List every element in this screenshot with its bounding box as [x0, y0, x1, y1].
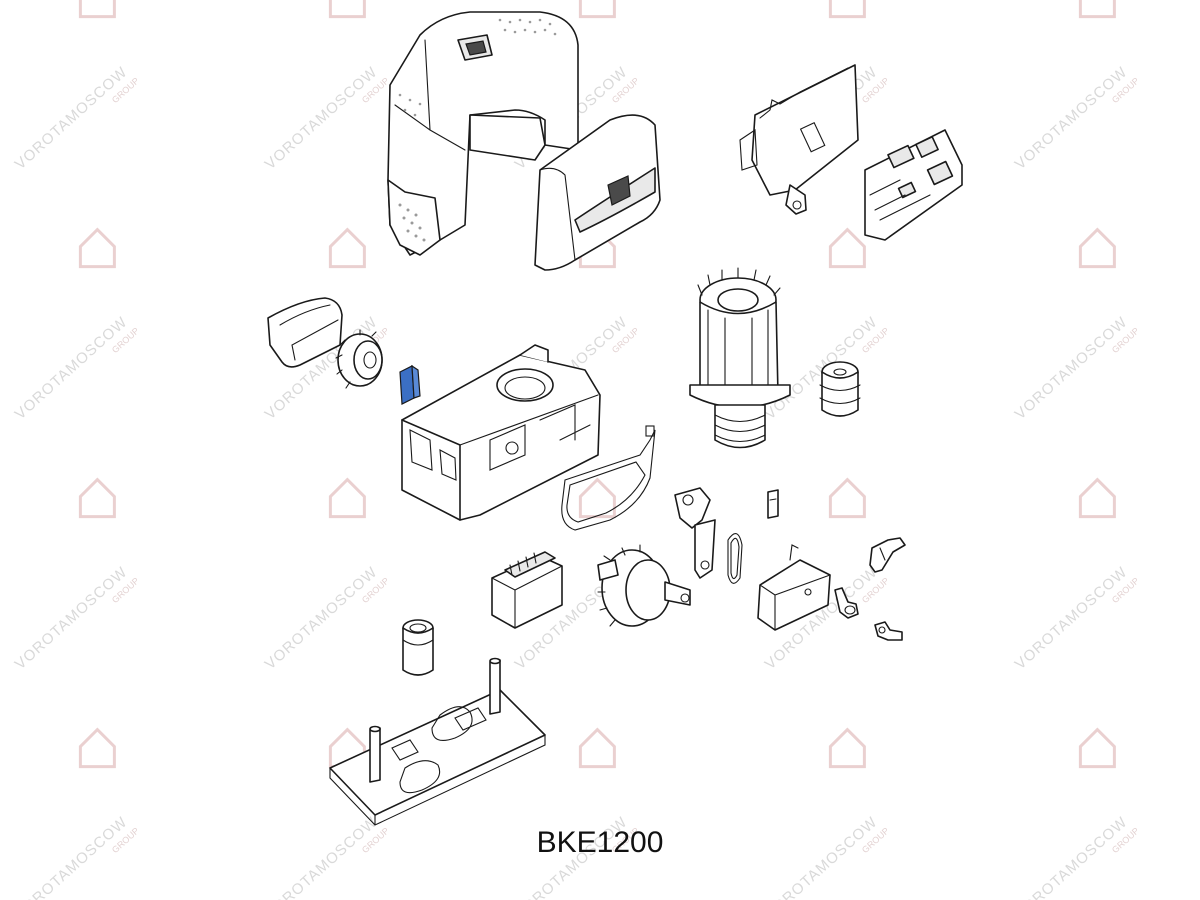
watermark-text: VOROTAMOSCOW — [12, 563, 131, 673]
watermark-logo-icon — [328, 0, 366, 19]
release-cover — [757, 544, 831, 631]
housing-gasket — [561, 425, 656, 531]
mounting-bracket-plate — [739, 64, 859, 215]
watermark-logo-icon — [828, 727, 866, 769]
watermark-logo-icon — [78, 0, 116, 19]
gearbox-housing — [401, 344, 601, 521]
watermark-logo-icon — [578, 727, 616, 769]
watermark-logo-icon — [78, 727, 116, 769]
main-cover — [387, 11, 579, 256]
watermark-text: VOROTAMOSCOW — [1012, 563, 1131, 673]
watermark-text: VOROTAMOSCOW — [262, 563, 381, 673]
model-name-label: BKE1200 — [536, 826, 664, 859]
watermark-text: VOROTAMOSCOW — [1012, 313, 1131, 423]
release-lever — [674, 487, 716, 579]
watermark-logo-icon — [1078, 227, 1116, 269]
watermark-logo-icon — [828, 0, 866, 19]
lock-cylinder — [834, 587, 859, 619]
worm-bushing — [819, 361, 861, 417]
output-shaft-gear — [597, 544, 691, 627]
watermark-logo-icon — [1078, 727, 1116, 769]
watermark-logo-icon — [328, 227, 366, 269]
motor-stator — [689, 267, 791, 449]
watermark-text: VOROTAMOSCOW — [12, 63, 131, 173]
front-cover — [534, 114, 661, 271]
watermark-logo-icon — [328, 477, 366, 519]
watermark-logo-icon — [78, 477, 116, 519]
watermark-logo-icon — [828, 477, 866, 519]
drive-belt — [727, 533, 743, 584]
transformer — [491, 551, 563, 629]
spacer-sleeve — [402, 619, 434, 676]
watermark-logo-icon — [1078, 477, 1116, 519]
watermark-text: VOROTAMOSCOW — [1012, 63, 1131, 173]
watermark-text: VOROTAMOSCOW — [12, 313, 131, 423]
key — [874, 621, 903, 641]
base-plate — [329, 657, 546, 826]
control-board — [864, 129, 963, 241]
release-knob — [869, 537, 906, 573]
watermark-text: VOROTAMOSCOW — [262, 63, 381, 173]
watermark-logo-icon — [78, 227, 116, 269]
small-key — [767, 489, 779, 519]
watermark-logo-icon — [828, 227, 866, 269]
pinion-gear — [335, 329, 383, 389]
watermark-logo-icon — [1078, 0, 1116, 19]
ventilation-dots — [398, 18, 557, 242]
pinion-guard — [267, 297, 343, 368]
watermark-logo-icon — [578, 477, 616, 519]
watermark-logo-icon — [578, 0, 616, 19]
limit-clip — [399, 364, 421, 405]
